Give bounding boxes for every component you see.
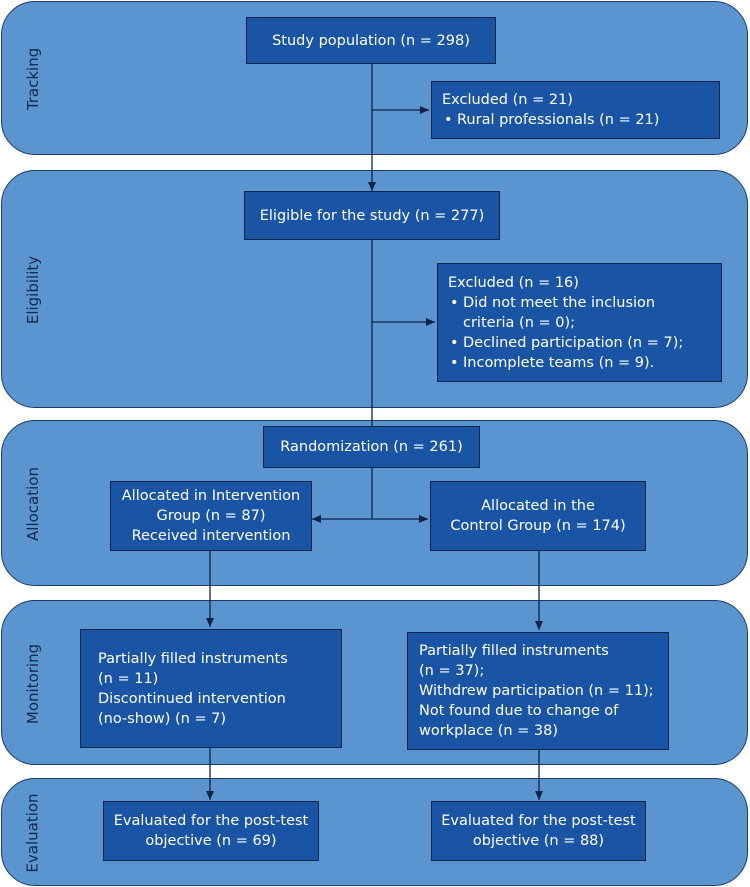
evaluation-control-line: Evaluated for the post-test: [441, 813, 636, 829]
intervention-group-line: Group (n = 87): [156, 508, 266, 524]
study-population-text: Study population (n = 298): [272, 32, 470, 49]
intervention-group-line: Allocated in Intervention: [121, 488, 301, 504]
eligible-text: Eligible for the study (n = 277): [259, 207, 485, 224]
stage-label-tracking: Tracking: [24, 47, 43, 111]
stage-label-evaluation: Evaluation: [24, 793, 42, 873]
control-group-box: Allocated in the Control Group (n = 174): [430, 481, 646, 551]
control-group-line: Control Group (n = 174): [450, 518, 626, 534]
eligible-box: Eligible for the study (n = 277): [244, 191, 500, 240]
monitoring-intervention-line: Partially filled instruments: [98, 650, 288, 667]
monitoring-control-line: Withdrew participation (n = 11);: [419, 683, 654, 699]
evaluation-intervention-box: Evaluated for the post-test objective (n…: [103, 801, 319, 861]
study-population-box: Study population (n = 298): [246, 17, 496, 64]
stage-label-allocation: Allocation: [24, 467, 43, 541]
monitoring-control-box: Partially filled instruments (n = 37); W…: [407, 632, 669, 750]
excluded-tracking-box: Excluded (n = 21) Rural professionals (n…: [431, 81, 720, 139]
evaluation-control-line: objective (n = 88): [472, 833, 605, 849]
excluded-eligibility-item: Incomplete teams (n = 9).: [448, 353, 711, 373]
control-group-line: Allocated in the: [481, 498, 595, 514]
evaluation-control-box: Evaluated for the post-test objective (n…: [431, 801, 646, 861]
monitoring-intervention-line: (n = 11): [98, 670, 159, 687]
monitoring-control-line: workplace (n = 38): [419, 723, 559, 739]
randomization-text: Randomization (n = 261): [280, 439, 463, 455]
monitoring-intervention-line: (no-show) (n = 7): [98, 710, 227, 727]
excluded-tracking-item: Rural professionals (n = 21): [442, 110, 709, 130]
monitoring-control-line: Not found due to change of: [419, 703, 619, 719]
stage-label-eligibility: Eligibility: [24, 255, 43, 325]
excluded-eligibility-title: Excluded (n = 16): [448, 274, 579, 291]
randomization-box: Randomization (n = 261): [263, 426, 480, 468]
evaluation-intervention-line: objective (n = 69): [145, 833, 277, 849]
excluded-tracking-title: Excluded (n = 21): [442, 92, 573, 108]
monitoring-intervention-line: Discontinued intervention: [98, 690, 286, 707]
intervention-group-line: Received intervention: [131, 528, 291, 544]
evaluation-intervention-line: Evaluated for the post-test: [113, 813, 309, 829]
excluded-eligibility-box: Excluded (n = 16) Did not meet the inclu…: [437, 263, 722, 382]
excluded-eligibility-item: Did not meet the inclusion criteria (n =…: [448, 293, 711, 333]
stage-label-monitoring: Monitoring: [24, 643, 42, 724]
monitoring-control-line: (n = 37);: [419, 663, 485, 679]
monitoring-control-line: Partially filled instruments: [419, 643, 609, 659]
monitoring-intervention-box: Partially filled instruments (n = 11) Di…: [80, 629, 342, 748]
excluded-eligibility-item: Declined participation (n = 7);: [448, 333, 711, 353]
intervention-group-box: Allocated in Intervention Group (n = 87)…: [110, 481, 312, 551]
